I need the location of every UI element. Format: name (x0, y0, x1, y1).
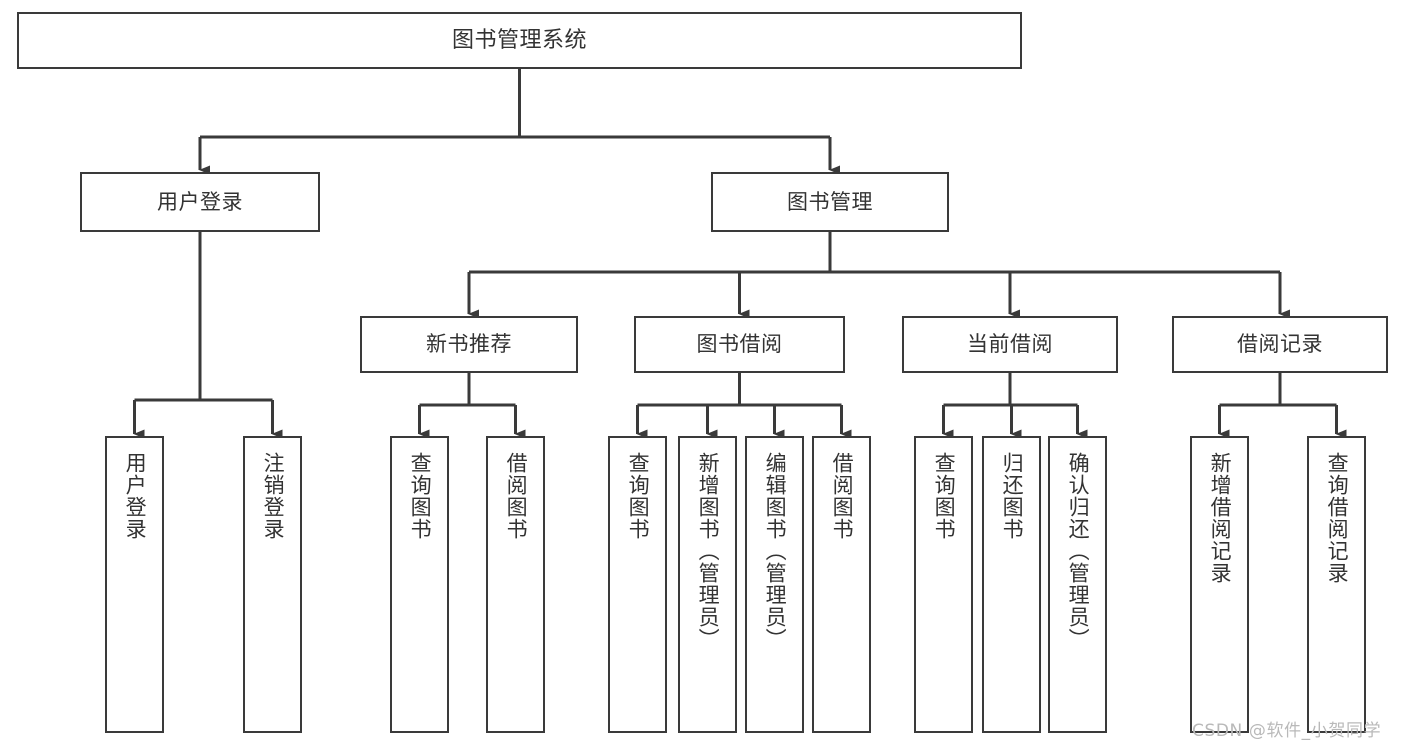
node-label: 注销登录 (261, 452, 286, 540)
node-label: 图书管理 (787, 189, 873, 214)
node-label: 用户登录 (123, 452, 148, 540)
node-level2-新书推荐: 新书推荐 (360, 316, 578, 373)
node-label: 编辑图书（管理员） (763, 452, 788, 650)
edge-bus (637, 373, 842, 407)
node-leaf-新增图书管理员: 新增图书（管理员） (678, 436, 737, 733)
node-label: 当前借阅 (967, 332, 1053, 357)
node-label: 查询图书 (626, 452, 651, 540)
node-leaf-归还图书: 归还图书 (982, 436, 1041, 733)
csdn-watermark: CSDN @软件_小贺同学 (1192, 721, 1382, 741)
node-leaf-查询借阅记录: 查询借阅记录 (1307, 436, 1366, 733)
node-level2-借阅记录: 借阅记录 (1172, 316, 1388, 373)
node-label: 新增图书（管理员） (696, 452, 721, 650)
edge-bus (1219, 373, 1337, 407)
node-label: 归还图书 (1000, 452, 1025, 540)
node-label: 查询图书 (408, 452, 433, 540)
node-level2-当前借阅: 当前借阅 (902, 316, 1118, 373)
node-label: 确认归还（管理员） (1066, 452, 1091, 650)
node-label: 查询借阅记录 (1325, 452, 1350, 584)
edge-bus (134, 232, 273, 402)
node-leaf-编辑图书管理员: 编辑图书（管理员） (745, 436, 804, 733)
edge-bus (419, 373, 516, 407)
node-leaf-查询图书: 查询图书 (914, 436, 973, 733)
node-leaf-新增借阅记录: 新增借阅记录 (1190, 436, 1249, 733)
node-leaf-查询图书: 查询图书 (390, 436, 449, 733)
edge-bus (200, 69, 830, 139)
node-leaf-注销登录: 注销登录 (243, 436, 302, 733)
node-label: 新增借阅记录 (1208, 452, 1233, 584)
node-label: 借阅图书 (830, 452, 855, 540)
node-leaf-查询图书: 查询图书 (608, 436, 667, 733)
node-label: 用户登录 (157, 189, 243, 214)
node-root-图书管理系统: 图书管理系统 (17, 12, 1022, 69)
edge-bus (469, 232, 1280, 274)
node-leaf-借阅图书: 借阅图书 (812, 436, 871, 733)
node-label: 图书管理系统 (451, 27, 587, 53)
node-label: 新书推荐 (426, 332, 512, 357)
node-level1-图书管理: 图书管理 (711, 172, 949, 232)
node-level2-图书借阅: 图书借阅 (634, 316, 845, 373)
node-label: 借阅记录 (1237, 332, 1323, 357)
edge-bus (943, 373, 1078, 407)
node-label: 图书借阅 (696, 332, 783, 357)
node-label: 借阅图书 (504, 452, 529, 540)
node-leaf-借阅图书: 借阅图书 (486, 436, 545, 733)
node-level1-用户登录: 用户登录 (80, 172, 320, 232)
node-leaf-确认归还管理员: 确认归还（管理员） (1048, 436, 1107, 733)
node-leaf-用户登录: 用户登录 (105, 436, 164, 733)
node-label: 查询图书 (932, 452, 957, 540)
